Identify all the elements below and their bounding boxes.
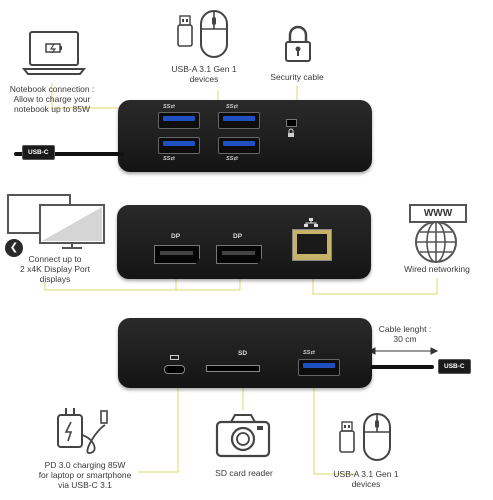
- dp-label: DP: [171, 233, 181, 240]
- line-notebook: [51, 83, 118, 109]
- displayport-1[interactable]: [154, 245, 200, 264]
- ss-label: SS⇄: [303, 350, 315, 356]
- wired-label: Wired networking: [404, 264, 470, 274]
- usbc-cable: [14, 152, 124, 156]
- charger-icon: [57, 408, 108, 454]
- security-label: Security cable: [270, 72, 324, 82]
- padlock-icon: [285, 25, 311, 62]
- camera-icon: [215, 414, 271, 458]
- mouse-icon: [363, 413, 391, 461]
- displayport-2[interactable]: [216, 245, 262, 264]
- usbc-cable: [370, 365, 434, 369]
- usb-stick-icon: [339, 421, 355, 453]
- dock-front-view: SD SS⇄: [118, 318, 372, 388]
- usbc-port[interactable]: [164, 365, 185, 374]
- sd-slot[interactable]: [206, 365, 260, 372]
- usba-port[interactable]: [218, 137, 260, 154]
- laptop-icon: [22, 31, 86, 75]
- ss-label: SS⇄: [163, 104, 175, 110]
- dual-monitor-icon: [7, 194, 105, 249]
- usba-port[interactable]: [158, 137, 200, 154]
- network-icon: [304, 218, 318, 227]
- line-pd: [138, 378, 179, 473]
- ss-label: SS⇄: [226, 104, 238, 110]
- notebook-label: Notebook connection :Allow to charge you…: [9, 84, 95, 114]
- dock-top-view: SS⇄ SS⇄ SS⇄ SS⇄: [118, 100, 372, 172]
- ethernet-port[interactable]: [292, 229, 332, 261]
- mouse-icon: [200, 10, 228, 58]
- sd-label: SD: [238, 350, 248, 357]
- battery-icon: [170, 355, 179, 360]
- sd-reader-label: SD card reader: [215, 468, 273, 478]
- kensington-slot[interactable]: [286, 119, 297, 127]
- usba-port[interactable]: [218, 112, 260, 129]
- carousel-prev-button[interactable]: ❮: [5, 239, 23, 257]
- dp-label: DP: [233, 233, 243, 240]
- usb-stick-icon: [177, 15, 193, 47]
- usba-port[interactable]: [158, 112, 200, 129]
- globe-icon: [415, 221, 457, 263]
- lock-icon: [288, 128, 294, 137]
- dock-back-view: DP DP: [117, 205, 371, 279]
- ss-label: SS⇄: [163, 156, 175, 162]
- ss-label: SS⇄: [226, 156, 238, 162]
- line-usba-bottom: [313, 378, 355, 475]
- cable-length-label: Cable lenght :30 cm: [378, 324, 432, 344]
- usbc-plug: USB-C: [438, 359, 471, 374]
- usbc-plug: USB-C: [22, 145, 55, 160]
- usba-port-front[interactable]: [298, 359, 340, 376]
